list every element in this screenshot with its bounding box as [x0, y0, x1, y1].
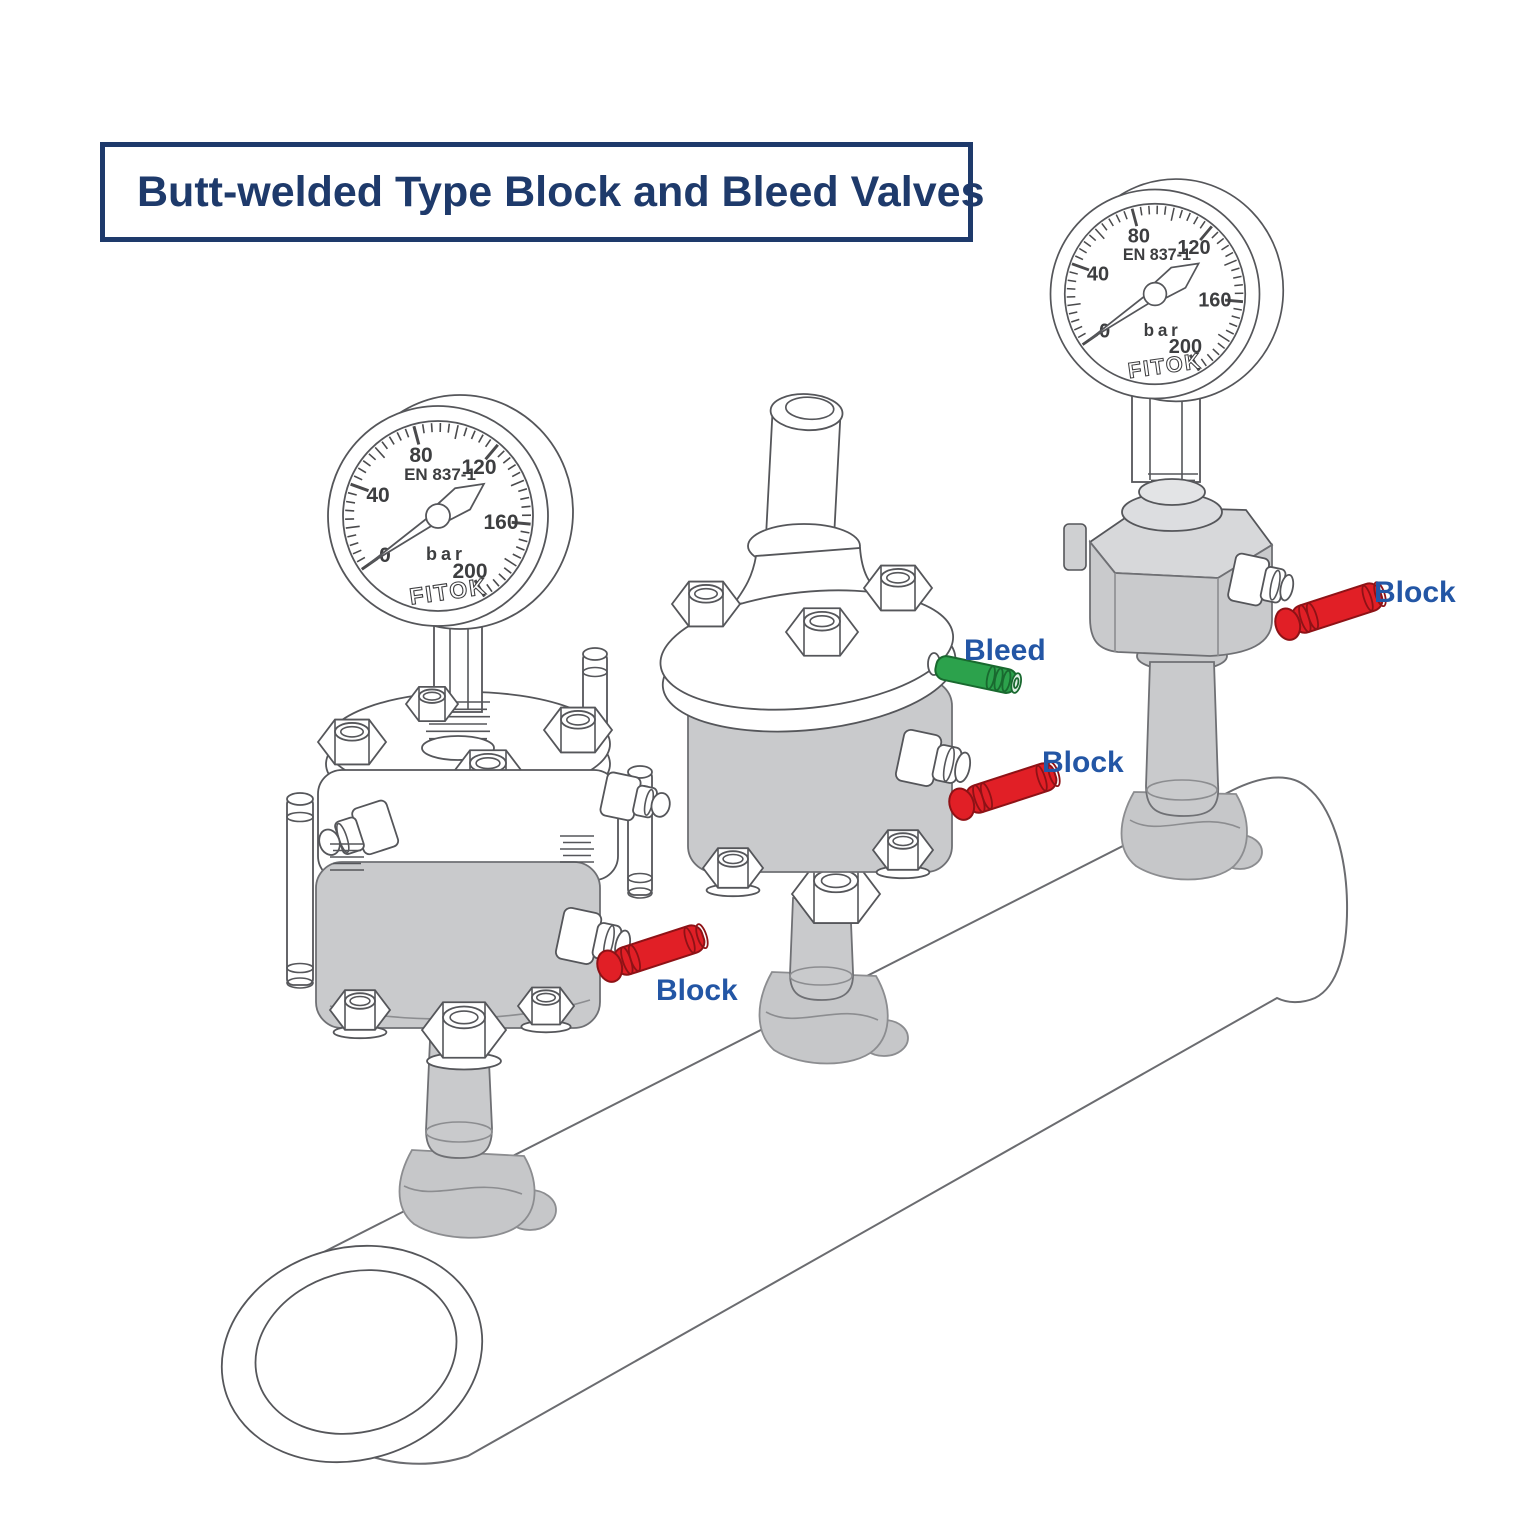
block-handle-body	[1290, 582, 1384, 634]
dial-num: 160	[1198, 289, 1231, 311]
label-block-middle: Block	[1042, 746, 1124, 779]
body-edges	[1114, 573, 1219, 656]
hex-bolt	[420, 1001, 508, 1071]
nipple-stem	[1145, 661, 1220, 817]
block-handle-body	[612, 924, 706, 976]
gauge-neck	[1131, 395, 1201, 483]
needle-hub	[425, 503, 451, 529]
gauge-ticks	[345, 422, 532, 598]
dial-num: 160	[483, 511, 518, 534]
stud-threads	[560, 835, 594, 863]
weld-boss	[398, 1149, 536, 1239]
hex-bolt	[701, 847, 765, 898]
stem-collar	[1146, 779, 1218, 801]
weld-seam-line	[765, 1011, 879, 1021]
gauge-unit: bar	[1144, 321, 1182, 340]
pipe-open-end-inner	[254, 1269, 458, 1435]
weld-seam-line	[403, 1185, 523, 1195]
pressure-gauge-right: 0 40 80 120 160 200 EN 837-1 bar FITOK	[1049, 178, 1285, 403]
body-tab	[1063, 523, 1087, 571]
hex-bolt	[862, 564, 934, 612]
block-handle-left	[596, 923, 709, 983]
label-block-right: Block	[1374, 576, 1456, 609]
dial-num: 80	[1128, 226, 1150, 248]
weld-boss	[1120, 791, 1248, 881]
side-needle-valve-right	[599, 771, 671, 822]
block-handle-right	[1274, 581, 1387, 641]
dial-num: 40	[366, 484, 389, 507]
dial-num: 0	[379, 544, 391, 567]
bleed-handle	[934, 655, 1022, 694]
hex-bolt	[790, 864, 882, 924]
purge-rod	[286, 792, 314, 989]
block-valve-gland	[1227, 552, 1295, 607]
hex-bolt	[871, 829, 935, 880]
dial-num: 200	[452, 560, 487, 583]
stepped-boss-upper	[1138, 478, 1206, 506]
pressure-gauge-left: 0 40 80 120 160 200 EN 837-1 bar FITOK	[327, 394, 574, 630]
label-bleed-middle: Bleed	[964, 634, 1046, 667]
weld-seam-line	[1129, 819, 1241, 829]
block-handle-body	[964, 762, 1058, 814]
dial-num: 120	[1177, 237, 1210, 259]
gauge-standard: EN 837-1	[404, 465, 476, 484]
dial-num: 200	[1169, 336, 1202, 358]
weld-boss	[758, 971, 889, 1065]
stem-collar	[425, 1121, 493, 1143]
gauge-neck-facets	[1149, 398, 1183, 480]
block-handle-middle	[948, 761, 1061, 821]
hex-bolt	[542, 706, 614, 754]
block-handle-cap	[1274, 607, 1302, 641]
side-needle-valve-left	[318, 799, 400, 856]
hex-bolt	[404, 685, 460, 723]
hex-bolt	[784, 607, 860, 657]
dial-num: 120	[461, 456, 496, 479]
hex-bolt	[516, 986, 576, 1034]
hex-bolt	[328, 989, 392, 1040]
label-block-left: Block	[656, 974, 738, 1007]
gauge-standard: EN 837-1	[1123, 246, 1191, 264]
dial-num: 0	[1099, 321, 1110, 343]
title-box: Butt-welded Type Block and Bleed Valves	[100, 142, 985, 242]
dial-num: 40	[1087, 264, 1109, 286]
page-title: Butt-welded Type Block and Bleed Valves	[137, 167, 985, 216]
dial-num: 80	[409, 444, 432, 467]
main-pipe	[220, 776, 1349, 1465]
right-valve-assembly	[1063, 395, 1387, 881]
block-handle-cap	[948, 787, 976, 821]
block-valve-gland	[894, 728, 972, 787]
butt-weld-stub	[764, 393, 844, 559]
stem-collar	[789, 966, 853, 986]
stud-threads	[330, 843, 364, 871]
needle-hub	[1142, 281, 1168, 307]
middle-valve-assembly	[659, 393, 1061, 1065]
gauge-unit: bar	[426, 544, 466, 564]
block-handle-cap	[596, 949, 624, 983]
hex-bolt	[670, 580, 742, 628]
hex-bolt	[316, 718, 388, 766]
left-valve-assembly	[286, 619, 709, 1239]
hex-valve-body	[1089, 539, 1273, 657]
